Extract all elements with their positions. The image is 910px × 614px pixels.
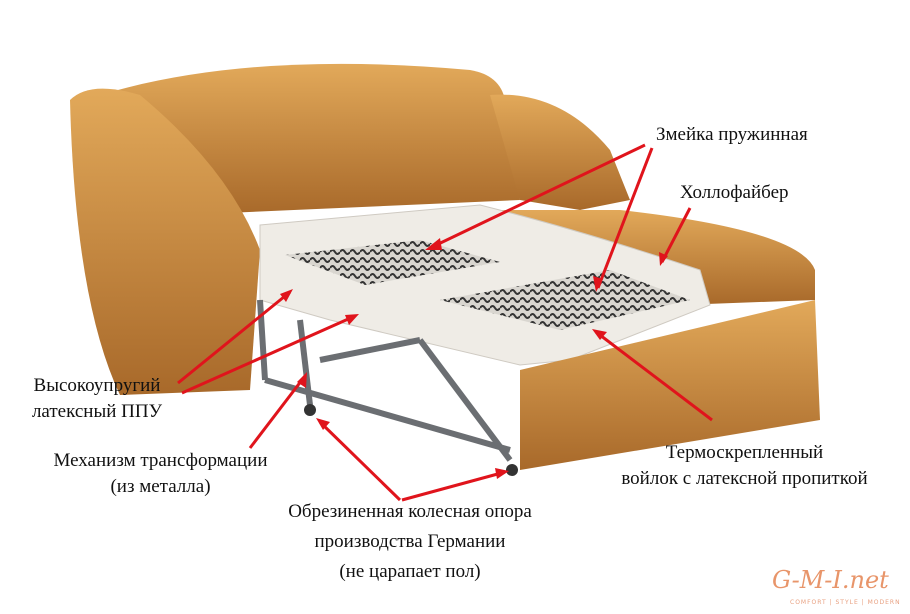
wheel [506,464,518,476]
label-mechanism-line2: (из металла) [110,476,211,497]
label-wheel-line2: производства Германии [314,531,506,552]
label-spring-snake: Змейка пружинная [656,124,808,145]
arrowheads [280,238,668,479]
label-mechanism: Механизм трансформации (из металла) [28,448,293,500]
sofa-left-arm [70,88,260,396]
metal-mechanism [257,299,513,462]
label-wheel-line1: Обрезиненная колесная опора [288,501,532,522]
label-felt-line1: Термоскрепленный [665,442,824,463]
watermark-logo: G-M-I.net [772,566,889,594]
label-felt-line2: войлок с латексной пропиткой [621,468,868,489]
label-felt: Термоскрепленный войлок с латексной проп… [612,440,877,492]
label-foam-line2: латексный ППУ [31,401,163,422]
callout-arrows [177,143,713,502]
label-foam: Высокоупругий латексный ППУ [12,373,182,425]
spring-grid-right [440,270,690,330]
label-wheel: Обрезиненная колесная опора производства… [250,497,570,587]
sofa-right-arm [490,94,630,210]
watermark-tagline: COMFORT | STYLE | MODERN [790,599,901,606]
label-mechanism-line1: Механизм трансформации [53,450,268,471]
wheel [304,404,316,416]
sofa-front-bolster [520,300,820,470]
watermark: G-M-I.net COMFORT | STYLE | MODERN [730,566,905,610]
label-wheel-line3: (не царапает пол) [339,561,481,582]
label-foam-line1: Высокоупругий [33,375,161,396]
spring-grid-left [285,240,500,285]
label-hollofiber: Холлофайбер [680,182,789,203]
